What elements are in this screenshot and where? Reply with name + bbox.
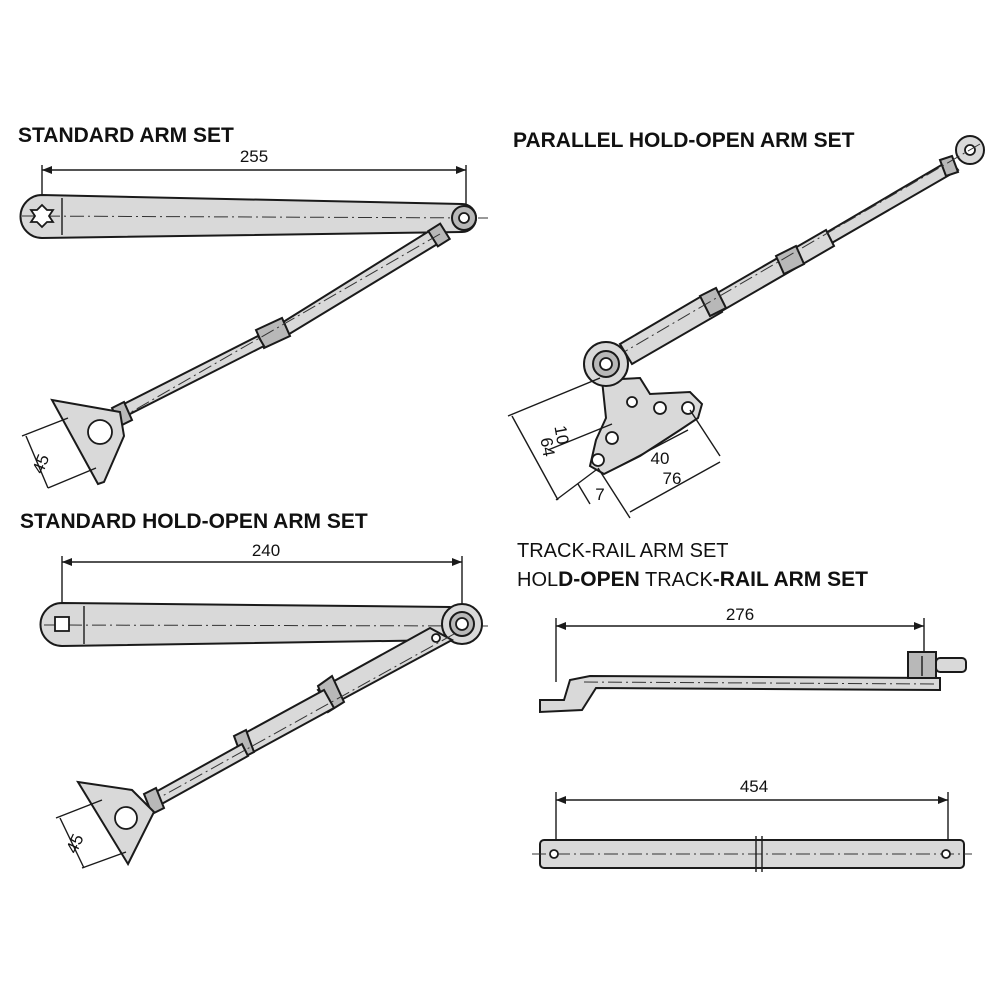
arrowhead-right	[938, 796, 948, 804]
hold-open-track-rail-title: HOLD-OPEN TRACK-RAIL ARM SET	[517, 568, 868, 591]
set-screw	[431, 633, 441, 643]
mounting-plate	[588, 376, 704, 476]
standard-hold-open-arm-set-title: STANDARD HOLD-OPEN ARM SET	[20, 510, 368, 533]
dimension-label-45: 45	[62, 831, 87, 856]
main-arm	[39, 601, 472, 648]
dimension-line-40	[611, 429, 689, 471]
pivot-hole	[458, 212, 470, 224]
extension-line	[597, 467, 631, 519]
extension-line	[21, 417, 69, 437]
extension-line	[47, 467, 97, 489]
arrowhead-right	[456, 166, 466, 174]
dimension-line-76	[629, 461, 721, 513]
rod-lock-nut	[938, 154, 960, 178]
centerline	[583, 681, 939, 685]
dimension-label-10: 10	[550, 424, 572, 446]
extension-line	[555, 469, 597, 501]
dimension-label-276: 276	[726, 605, 754, 624]
arrowhead-left	[556, 796, 566, 804]
extension-line	[547, 423, 613, 451]
dimension-label-255: 255	[240, 147, 268, 166]
plate-hole	[605, 431, 619, 445]
extension-line	[507, 377, 601, 417]
arrowhead-left	[42, 166, 52, 174]
track-rail-arm	[539, 674, 941, 714]
arrowhead-right	[914, 622, 924, 630]
extension-line	[55, 799, 103, 819]
centerline	[599, 143, 981, 367]
centerline	[43, 624, 489, 627]
extension-line	[81, 851, 127, 869]
arrowhead-left	[556, 622, 566, 630]
pivot-hole	[599, 357, 613, 371]
shoe-hole	[114, 806, 138, 830]
dimension-label-45: 45	[29, 452, 54, 477]
extension-line	[689, 409, 721, 457]
dimension-label-7: 7	[595, 485, 604, 504]
centerline	[111, 633, 455, 825]
plate-hole	[626, 396, 638, 408]
standard-arm-set: STANDARD ARM SET 255 45	[18, 124, 489, 489]
dimension-line-64	[511, 415, 559, 501]
dimension-label-40: 40	[651, 449, 670, 468]
dimension-label-64: 64	[536, 436, 558, 458]
rod-sleeve	[698, 286, 728, 318]
standard-arm-set-title: STANDARD ARM SET	[18, 124, 234, 147]
arrowhead-right	[452, 558, 462, 566]
parallel-arm-set-title: PARALLEL HOLD-OPEN ARM SET	[513, 129, 855, 152]
dimension-line-45	[59, 817, 85, 869]
rod-thin-section	[822, 158, 960, 246]
parallel-hold-open-arm-set: PARALLEL HOLD-OPEN ARM SET 10 64 40	[507, 129, 985, 519]
standard-hold-open-arm-set: STANDARD HOLD-OPEN ARM SET 240 45	[20, 510, 489, 869]
arrowhead-left	[62, 558, 72, 566]
extension-line	[577, 483, 591, 505]
rail-mount-hole	[549, 849, 559, 859]
rod-middle-tube	[710, 228, 836, 314]
square-socket-icon	[54, 616, 70, 632]
rail-mount-hole	[941, 849, 951, 859]
pivot-hole	[455, 617, 469, 631]
dimension-label-454: 454	[740, 777, 768, 796]
dimension-label-240: 240	[252, 541, 280, 560]
centerline	[99, 233, 441, 431]
track-rail-title: TRACK-RAIL ARM SET	[517, 540, 729, 562]
dimension-line-45	[25, 435, 49, 489]
plate-hole	[653, 401, 667, 415]
slider-pin	[935, 657, 967, 673]
rod-collar	[774, 244, 806, 276]
track-rail-arm-sets: TRACK-RAIL ARM SET HOLD-OPEN TRACK-RAIL …	[517, 540, 972, 872]
centerline	[21, 215, 489, 219]
forearm-upper-tube	[278, 226, 446, 338]
plate-hole	[591, 453, 605, 467]
shoe-hole	[87, 419, 113, 445]
dimension-label-76: 76	[663, 469, 682, 488]
spline-socket-icon	[29, 203, 55, 229]
